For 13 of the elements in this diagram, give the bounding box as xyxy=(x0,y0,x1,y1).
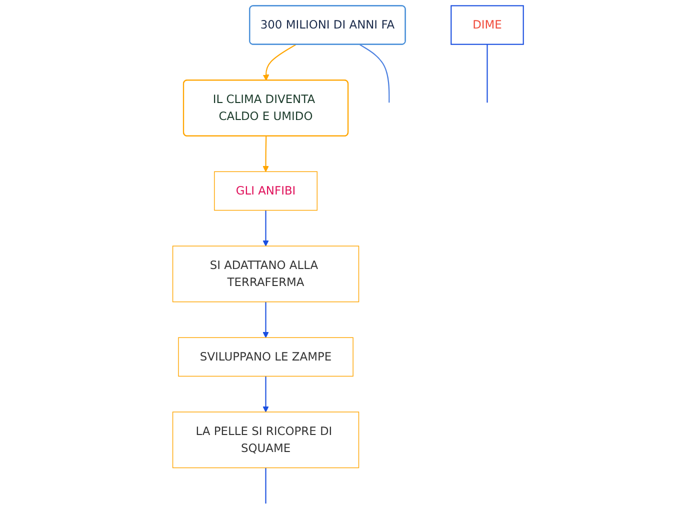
node-box: LA PELLE SI RICOPRE DI SQUAME xyxy=(172,412,360,468)
connector xyxy=(486,44,488,103)
node-box: SVILUPPANO LE ZAMPE xyxy=(178,337,354,377)
node-box: DIME xyxy=(450,5,524,45)
arrow xyxy=(262,376,269,412)
connector xyxy=(360,44,390,103)
node-box: GLI ANFIBI xyxy=(214,171,318,211)
arrow xyxy=(262,210,269,246)
arrow xyxy=(262,302,269,338)
connector xyxy=(265,468,266,504)
arrow xyxy=(262,44,296,81)
arrow xyxy=(262,136,269,172)
node-box: SI ADATTANO ALLA TERRAFERMA xyxy=(172,246,360,302)
